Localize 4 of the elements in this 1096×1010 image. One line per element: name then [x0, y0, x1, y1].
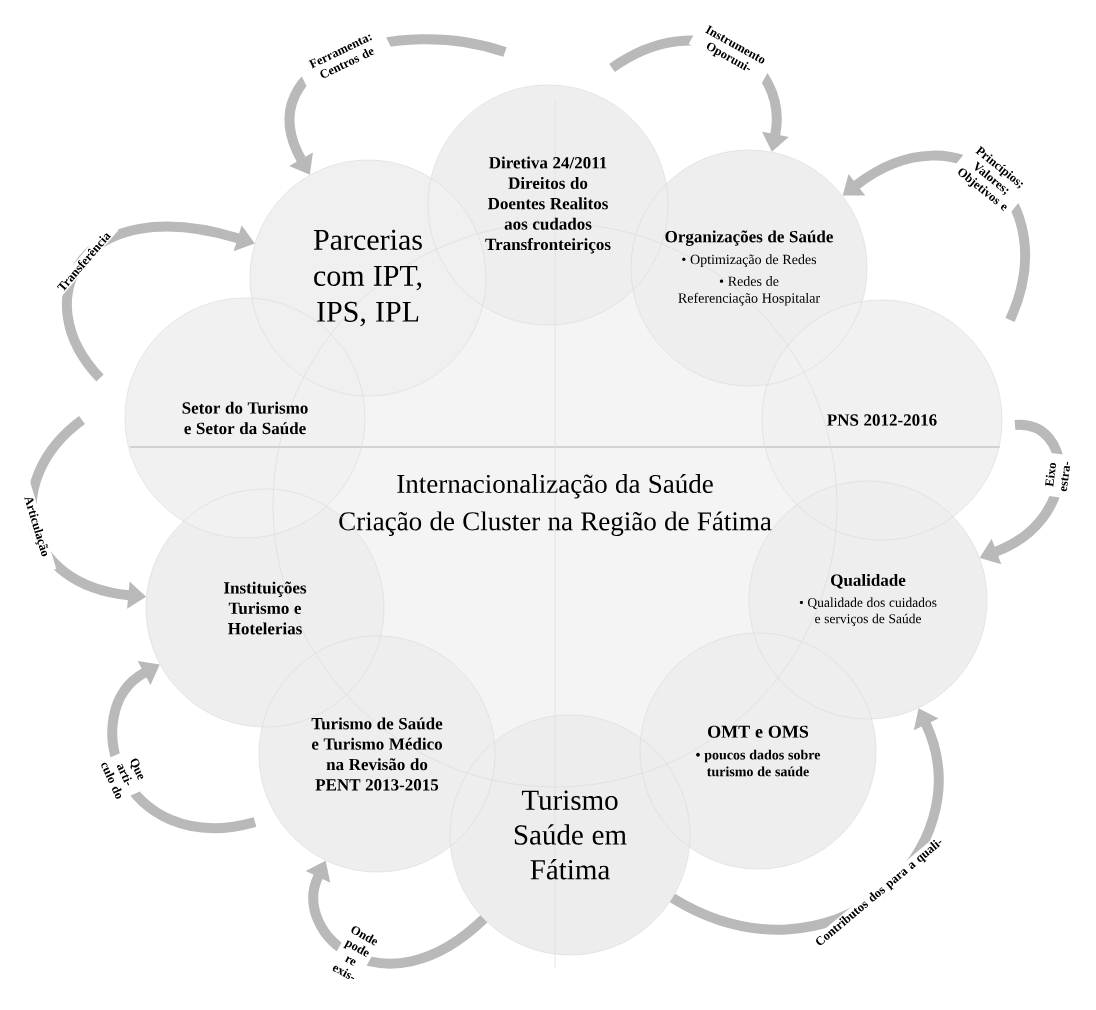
edge-label: Que arti- culo do [98, 746, 152, 803]
curved-arrow [107, 660, 256, 833]
edge-label: Eixo estra- [1041, 452, 1073, 499]
edge-label: Onde pode re exis- [327, 922, 382, 986]
